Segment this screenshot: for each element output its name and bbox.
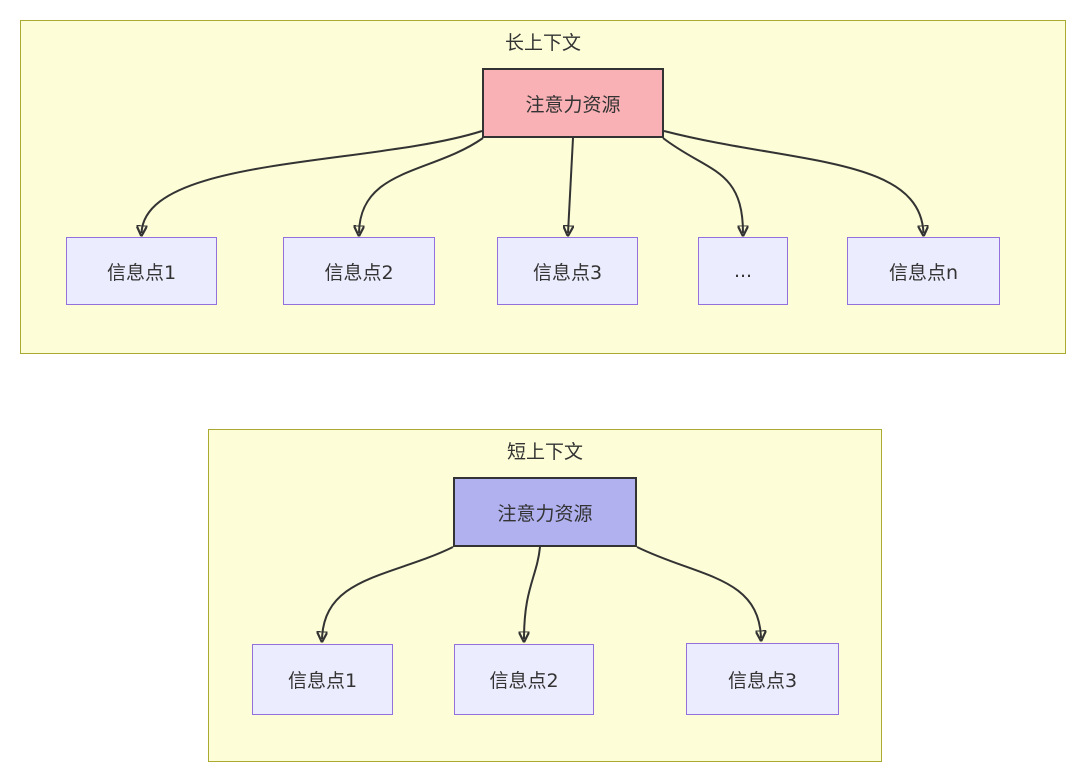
node-long-info-point-ellipsis: ... — [698, 237, 788, 305]
node-short-info-point-1: 信息点1 — [252, 644, 393, 715]
cluster-short-context-title: 短上下文 — [506, 441, 583, 463]
node-short-info-point-2: 信息点2 — [454, 644, 594, 715]
node-attention-resource-long: 注意力资源 — [482, 68, 664, 138]
node-short-info-point-3: 信息点3 — [686, 643, 839, 715]
node-long-info-point-n: 信息点n — [847, 237, 1000, 305]
node-long-info-point-1: 信息点1 — [66, 237, 217, 305]
cluster-long-context-title: 长上下文 — [504, 32, 581, 54]
node-long-info-point-3: 信息点3 — [497, 237, 638, 305]
node-long-info-point-2: 信息点2 — [283, 237, 435, 305]
node-attention-resource-short: 注意力资源 — [453, 477, 637, 547]
